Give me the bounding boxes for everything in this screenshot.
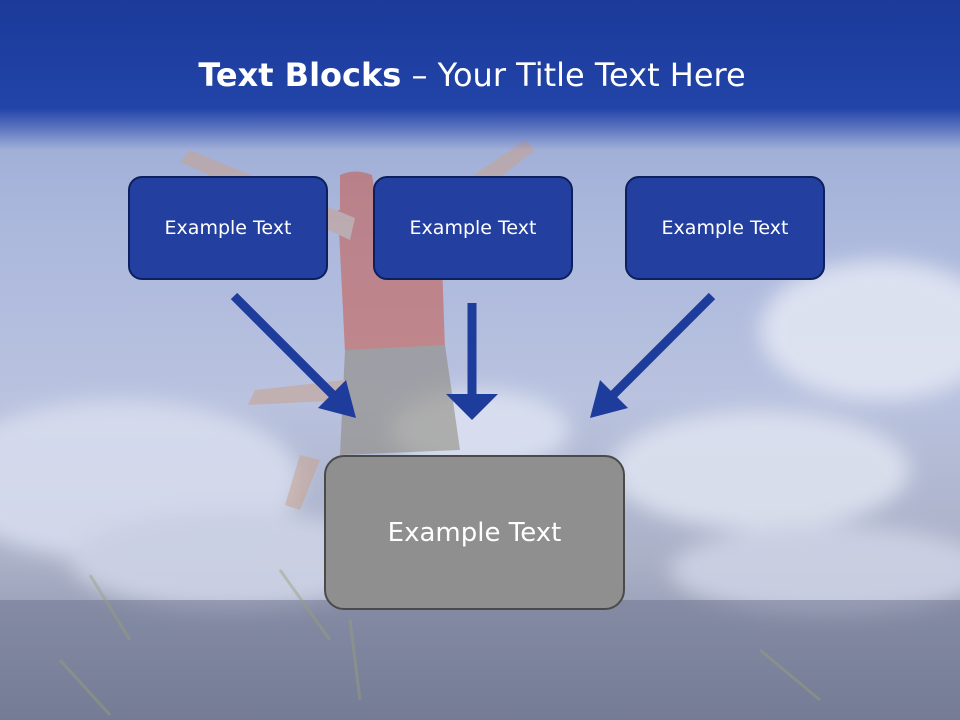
title-bold-part: Text Blocks (198, 56, 402, 94)
arrow-right-icon (598, 292, 716, 410)
title-regular-part: – Your Title Text Here (401, 56, 746, 94)
slide-title: Text Blocks – Your Title Text Here (0, 52, 944, 98)
arrow-right-head-icon (590, 380, 628, 418)
title-bar (0, 0, 960, 150)
text-block-3[interactable]: Example Text (625, 176, 825, 280)
arrow-center-head-icon (446, 394, 498, 420)
arrow-left-head-icon (318, 380, 356, 418)
text-block-2[interactable]: Example Text (373, 176, 573, 280)
arrow-left-icon (230, 292, 348, 410)
text-block-1[interactable]: Example Text (128, 176, 328, 280)
result-block[interactable]: Example Text (324, 455, 625, 610)
